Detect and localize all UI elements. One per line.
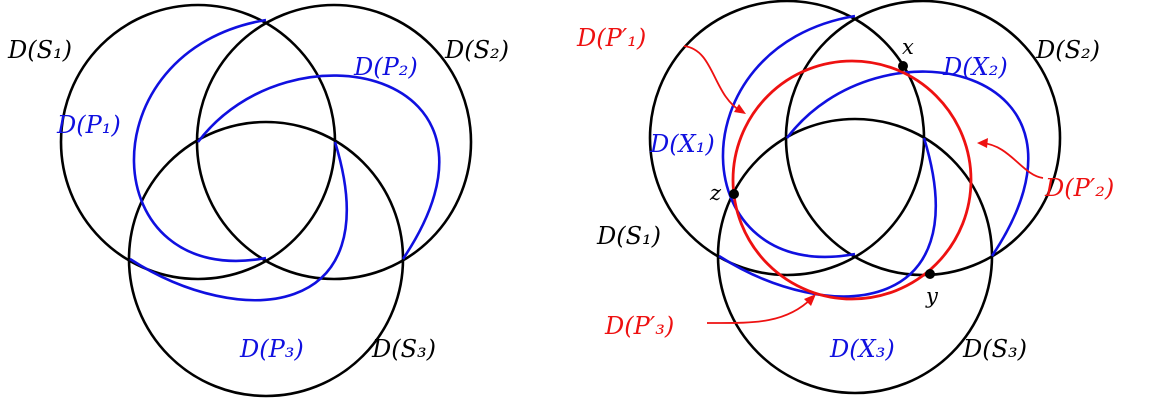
point-y xyxy=(925,269,935,279)
right-figure: x y z D(S₁) D(S₂) D(S₃) D(X₁) D(X₂) D(X₃… xyxy=(576,0,1114,395)
left-label-s1: D(S₁) xyxy=(7,36,72,64)
arrow-p2-prime xyxy=(977,138,1044,179)
left-label-p2: D(P₂) xyxy=(353,53,418,81)
left-label-s2: D(S₂) xyxy=(444,36,509,64)
right-circle-p-prime xyxy=(731,59,973,301)
right-label-s2: D(S₂) xyxy=(1035,36,1100,64)
right-label-p1-prime: D(P′₁) xyxy=(576,24,646,52)
point-z xyxy=(729,189,739,199)
right-arc-x3 xyxy=(718,137,937,298)
point-x xyxy=(898,61,908,71)
arrow-p1-prime xyxy=(683,45,746,114)
right-disk-s3 xyxy=(716,117,994,395)
right-label-s1: D(S₁) xyxy=(596,222,661,250)
point-x-label: x xyxy=(902,35,914,59)
right-arc-x2 xyxy=(785,70,1030,257)
right-label-p2-prime: D(P′₂) xyxy=(1044,174,1114,202)
right-arc-x1 xyxy=(721,14,856,259)
right-label-s3: D(S₃) xyxy=(962,335,1027,363)
right-label-x3: D(X₃) xyxy=(829,335,895,363)
left-label-s3: D(S₃) xyxy=(371,335,436,363)
arrow-p3-prime xyxy=(706,294,816,324)
left-label-p3: D(P₃) xyxy=(239,335,304,363)
right-label-x2: D(X₂) xyxy=(942,53,1008,81)
right-label-p3-prime: D(P′₃) xyxy=(604,312,674,340)
left-figure: D(S₁) D(S₂) D(S₃) D(P₁) D(P₂) D(P₃) xyxy=(7,3,509,398)
left-label-p1: D(P₁) xyxy=(56,111,121,139)
point-z-label: z xyxy=(709,181,722,205)
point-y-label: y xyxy=(925,284,939,308)
left-arc-p1 xyxy=(132,18,267,263)
left-arc-p3 xyxy=(129,141,348,302)
right-label-x1: D(X₁) xyxy=(649,130,715,158)
left-arc-p2 xyxy=(196,74,441,260)
